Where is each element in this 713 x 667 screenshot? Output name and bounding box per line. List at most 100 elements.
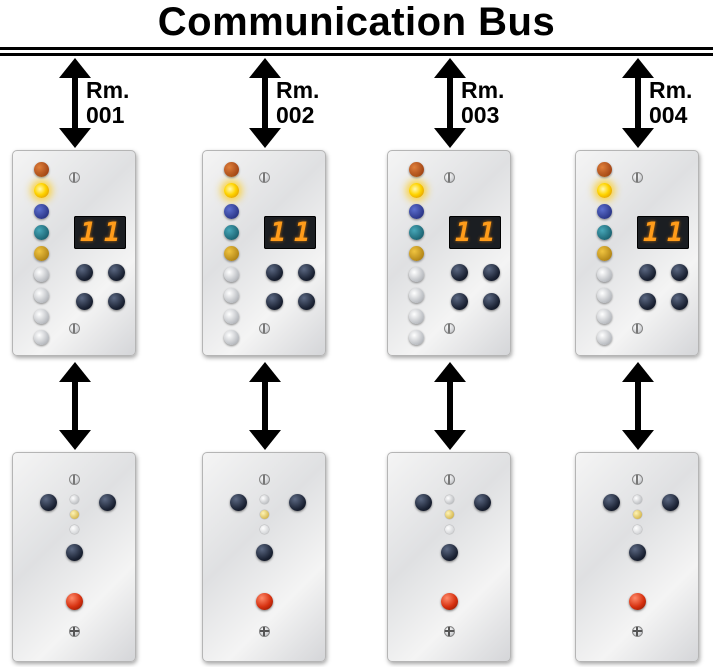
control-button[interactable] [76,264,93,281]
arrow-head-up [434,58,466,78]
control-button[interactable] [483,293,500,310]
control-button[interactable] [108,264,125,281]
status-led [409,288,424,303]
screw-icon [69,626,80,637]
screw-icon [259,323,270,334]
corridor-button-right[interactable] [662,494,679,511]
control-button[interactable] [266,293,283,310]
arrow-shaft [72,74,78,132]
control-button[interactable] [108,293,125,310]
bus-to-panel-arrow [618,58,658,148]
screw-icon [444,323,455,334]
status-led [224,225,239,240]
bus-to-panel-arrow [245,58,285,148]
arrow-head-up [59,58,91,78]
corridor-button-left[interactable] [230,494,247,511]
indicator-led [70,495,79,504]
communication-bus-line-top [0,47,713,50]
control-button[interactable] [451,293,468,310]
status-led [34,309,49,324]
control-button[interactable] [671,264,688,281]
screw-icon [632,474,643,485]
room-number: 001 [86,102,125,128]
display-digit: 1 [269,217,287,248]
control-button[interactable] [76,293,93,310]
status-led [597,183,612,198]
indicator-led [260,510,269,519]
arrow-shaft [262,378,268,434]
screw-icon [632,172,643,183]
status-led [224,183,239,198]
status-led [224,204,239,219]
arrow-head-down [249,128,281,148]
bus-to-panel-arrow [55,58,95,148]
call-button[interactable] [441,593,458,610]
corridor-button-center[interactable] [441,544,458,561]
corridor-button-right[interactable] [289,494,306,511]
arrow-head-down [622,128,654,148]
status-led [597,267,612,282]
display-digit: 1 [642,217,660,248]
call-button[interactable] [66,593,83,610]
control-button[interactable] [483,264,500,281]
status-led [597,309,612,324]
control-button[interactable] [298,293,315,310]
room-label-prefix: Rm. [461,77,505,103]
room-number: 002 [276,102,315,128]
control-button[interactable] [639,264,656,281]
status-led [224,246,239,261]
screw-icon [69,474,80,485]
panel-link-arrow [618,362,658,450]
status-led [34,267,49,282]
control-button[interactable] [451,264,468,281]
control-button[interactable] [671,293,688,310]
screw-icon [259,172,270,183]
status-led [224,267,239,282]
corridor-button-left[interactable] [415,494,432,511]
arrow-head-up [249,58,281,78]
status-led [409,267,424,282]
display-digit: 1 [454,217,472,248]
room-number: 004 [649,102,688,128]
indicator-led [445,525,454,534]
control-button[interactable] [266,264,283,281]
arrow-head-down [249,430,281,450]
corridor-button-left[interactable] [40,494,57,511]
screw-icon [259,474,270,485]
arrow-shaft [447,378,453,434]
communication-bus-line-bottom [0,53,713,56]
room-label-prefix: Rm. [649,77,693,103]
room-label-prefix: Rm. [276,77,320,103]
screw-icon [632,626,643,637]
indicator-led [633,495,642,504]
corridor-button-center[interactable] [256,544,273,561]
diagram-title: Communication Bus [157,0,556,44]
arrow-head-up [249,362,281,382]
arrow-shaft [72,378,78,434]
corridor-button-center[interactable] [629,544,646,561]
control-button[interactable] [298,264,315,281]
corridor-panel [575,452,699,662]
control-button[interactable] [639,293,656,310]
display-digit: 1 [666,217,684,248]
corridor-button-left[interactable] [603,494,620,511]
arrow-shaft [262,74,268,132]
arrow-head-down [622,430,654,450]
status-led [409,225,424,240]
panel-link-arrow [245,362,285,450]
corridor-button-right[interactable] [99,494,116,511]
corridor-panel [202,452,326,662]
call-button[interactable] [629,593,646,610]
corridor-panel [387,452,511,662]
corridor-button-right[interactable] [474,494,491,511]
call-button[interactable] [256,593,273,610]
screw-icon [69,172,80,183]
arrow-head-down [434,128,466,148]
corridor-button-center[interactable] [66,544,83,561]
status-led [597,162,612,177]
